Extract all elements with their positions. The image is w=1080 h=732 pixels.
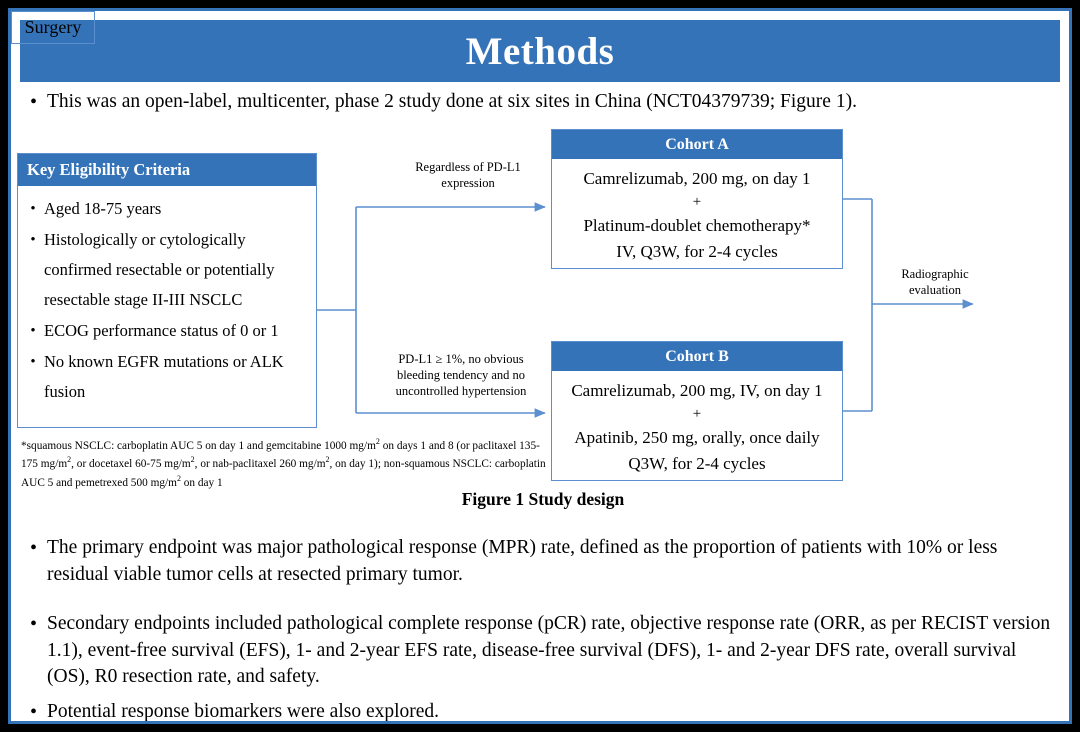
list-item: • Aged 18-75 years	[22, 194, 310, 224]
footnote-sup: 2	[375, 437, 380, 446]
endpoint-bullet-row: • The primary endpoint was major patholo…	[25, 535, 1055, 588]
footnote-sup: 2	[176, 473, 181, 483]
footnote-seg: , or nab-paclitaxel 260 mg/m	[194, 458, 326, 471]
footnote-seg: on day 1	[180, 476, 223, 489]
cohort-b-body: Camrelizumab, 200 mg, IV, on day 1 + Apa…	[552, 371, 842, 477]
annot-line: bleeding tendency and no	[396, 368, 526, 382]
cohort-b-line1: Camrelizumab, 200 mg, IV, on day 1	[571, 381, 823, 400]
footnote-seg: , or docetaxel 60-75 mg/m	[71, 458, 191, 471]
bullet-icon: •	[30, 323, 36, 339]
list-item: • No known EGFR mutations or ALK fusion	[22, 347, 310, 407]
figure-caption: Figure 1 Study design	[461, 489, 625, 509]
bullet-icon: •	[30, 91, 38, 113]
biomarker-text: Potential response biomarkers were also …	[47, 701, 440, 722]
list-item: • Histologically or cytologically confir…	[22, 225, 310, 315]
eligibility-header: Key Eligibility Criteria	[18, 154, 316, 186]
bullet-icon: •	[30, 232, 36, 248]
intro-bullet-text: This was an open-label, multicenter, pha…	[47, 91, 857, 112]
cohort-a-line1: Camrelizumab, 200 mg, on day 1	[583, 169, 811, 188]
list-item: • ECOG performance status of 0 or 1	[22, 316, 310, 346]
footnote-sup: 2	[67, 455, 72, 465]
eligibility-item-text: Histologically or cytologically confirme…	[44, 230, 275, 309]
annot-line: Radiographic	[901, 267, 969, 281]
bullet-icon: •	[30, 701, 38, 723]
annot-line: evaluation	[908, 283, 962, 297]
cohort-b-arrow-annotation: PD-L1 ≥ 1%, no obvious bleeding tendency…	[363, 351, 559, 399]
eligibility-list: • Aged 18-75 years • Histologically or c…	[18, 186, 316, 407]
eligibility-item-text: No known EGFR mutations or ALK fusion	[44, 352, 284, 401]
annot-line: PD-L1 ≥ 1%, no obvious	[398, 352, 524, 366]
endpoint-bullet-row: • Secondary endpoints included pathologi…	[25, 611, 1060, 691]
surgery-arrow-annotation: Radiographic evaluation	[880, 266, 990, 298]
cohort-a-arrow-annotation: Regardless of PD-L1 expression	[383, 159, 553, 191]
intro-bullet-row: • This was an open-label, multicenter, p…	[25, 89, 1055, 116]
cohort-a-body: Camrelizumab, 200 mg, on day 1 + Platinu…	[552, 159, 842, 265]
endpoint-bullet-row: • Potential response biomarkers were als…	[25, 699, 1055, 723]
footnote-sup: 2	[325, 455, 330, 465]
primary-endpoint-text: The primary endpoint was major pathologi…	[47, 537, 998, 585]
cohort-a-plus: +	[692, 194, 702, 210]
page-title: Methods	[465, 29, 615, 73]
eligibility-item-text: Aged 18-75 years	[44, 199, 162, 218]
bullet-icon: •	[30, 354, 36, 370]
footnote-seg: *squamous NSCLC: carboplatin AUC 5 on da…	[21, 439, 376, 452]
surgery-label: Surgery	[24, 17, 82, 37]
eligibility-criteria-box: Key Eligibility Criteria • Aged 18-75 ye…	[17, 153, 317, 428]
study-design-diagram: Key Eligibility Criteria • Aged 18-75 ye…	[11, 11, 1069, 721]
diagram-connectors	[317, 198, 974, 418]
bullet-icon: •	[30, 537, 38, 559]
annot-line: Regardless of PD-L1	[415, 160, 521, 174]
annot-line: expression	[441, 176, 495, 190]
cohort-b-line3: Q3W, for 2-4 cycles	[628, 454, 766, 473]
eligibility-item-text: ECOG performance status of 0 or 1	[44, 321, 279, 340]
slide-title-banner: Methods	[20, 20, 1060, 82]
surgery-box: Surgery	[11, 11, 95, 44]
cohort-a-box: Cohort A Camrelizumab, 200 mg, on day 1 …	[551, 129, 843, 269]
footnote-sup: 2	[190, 455, 195, 465]
cohort-b-line2: Apatinib, 250 mg, orally, once daily	[574, 428, 820, 447]
cohort-b-plus: +	[692, 406, 702, 422]
bullet-icon: •	[30, 201, 36, 217]
footnote-seg: on days 1 and 8 (or paclitaxel 135-175 m…	[21, 439, 540, 471]
annot-line: uncontrolled hypertension	[395, 384, 527, 398]
chemotherapy-footnote: *squamous NSCLC: carboplatin AUC 5 on da…	[21, 435, 553, 490]
cohort-a-line3: IV, Q3W, for 2-4 cycles	[616, 242, 778, 261]
cohort-b-header: Cohort B	[552, 342, 842, 371]
cohort-a-header: Cohort A	[552, 130, 842, 159]
footnote-seg: , on day 1); non-squamous NSCLC: carbopl…	[21, 458, 546, 489]
bullet-icon: •	[30, 613, 38, 635]
cohort-a-line2: Platinum-doublet chemotherapy*	[583, 216, 811, 235]
cohort-b-box: Cohort B Camrelizumab, 200 mg, IV, on da…	[551, 341, 843, 481]
slide-canvas: Methods • This was an open-label, multic…	[8, 8, 1072, 724]
secondary-endpoint-text: Secondary endpoints included pathologica…	[47, 613, 1051, 687]
